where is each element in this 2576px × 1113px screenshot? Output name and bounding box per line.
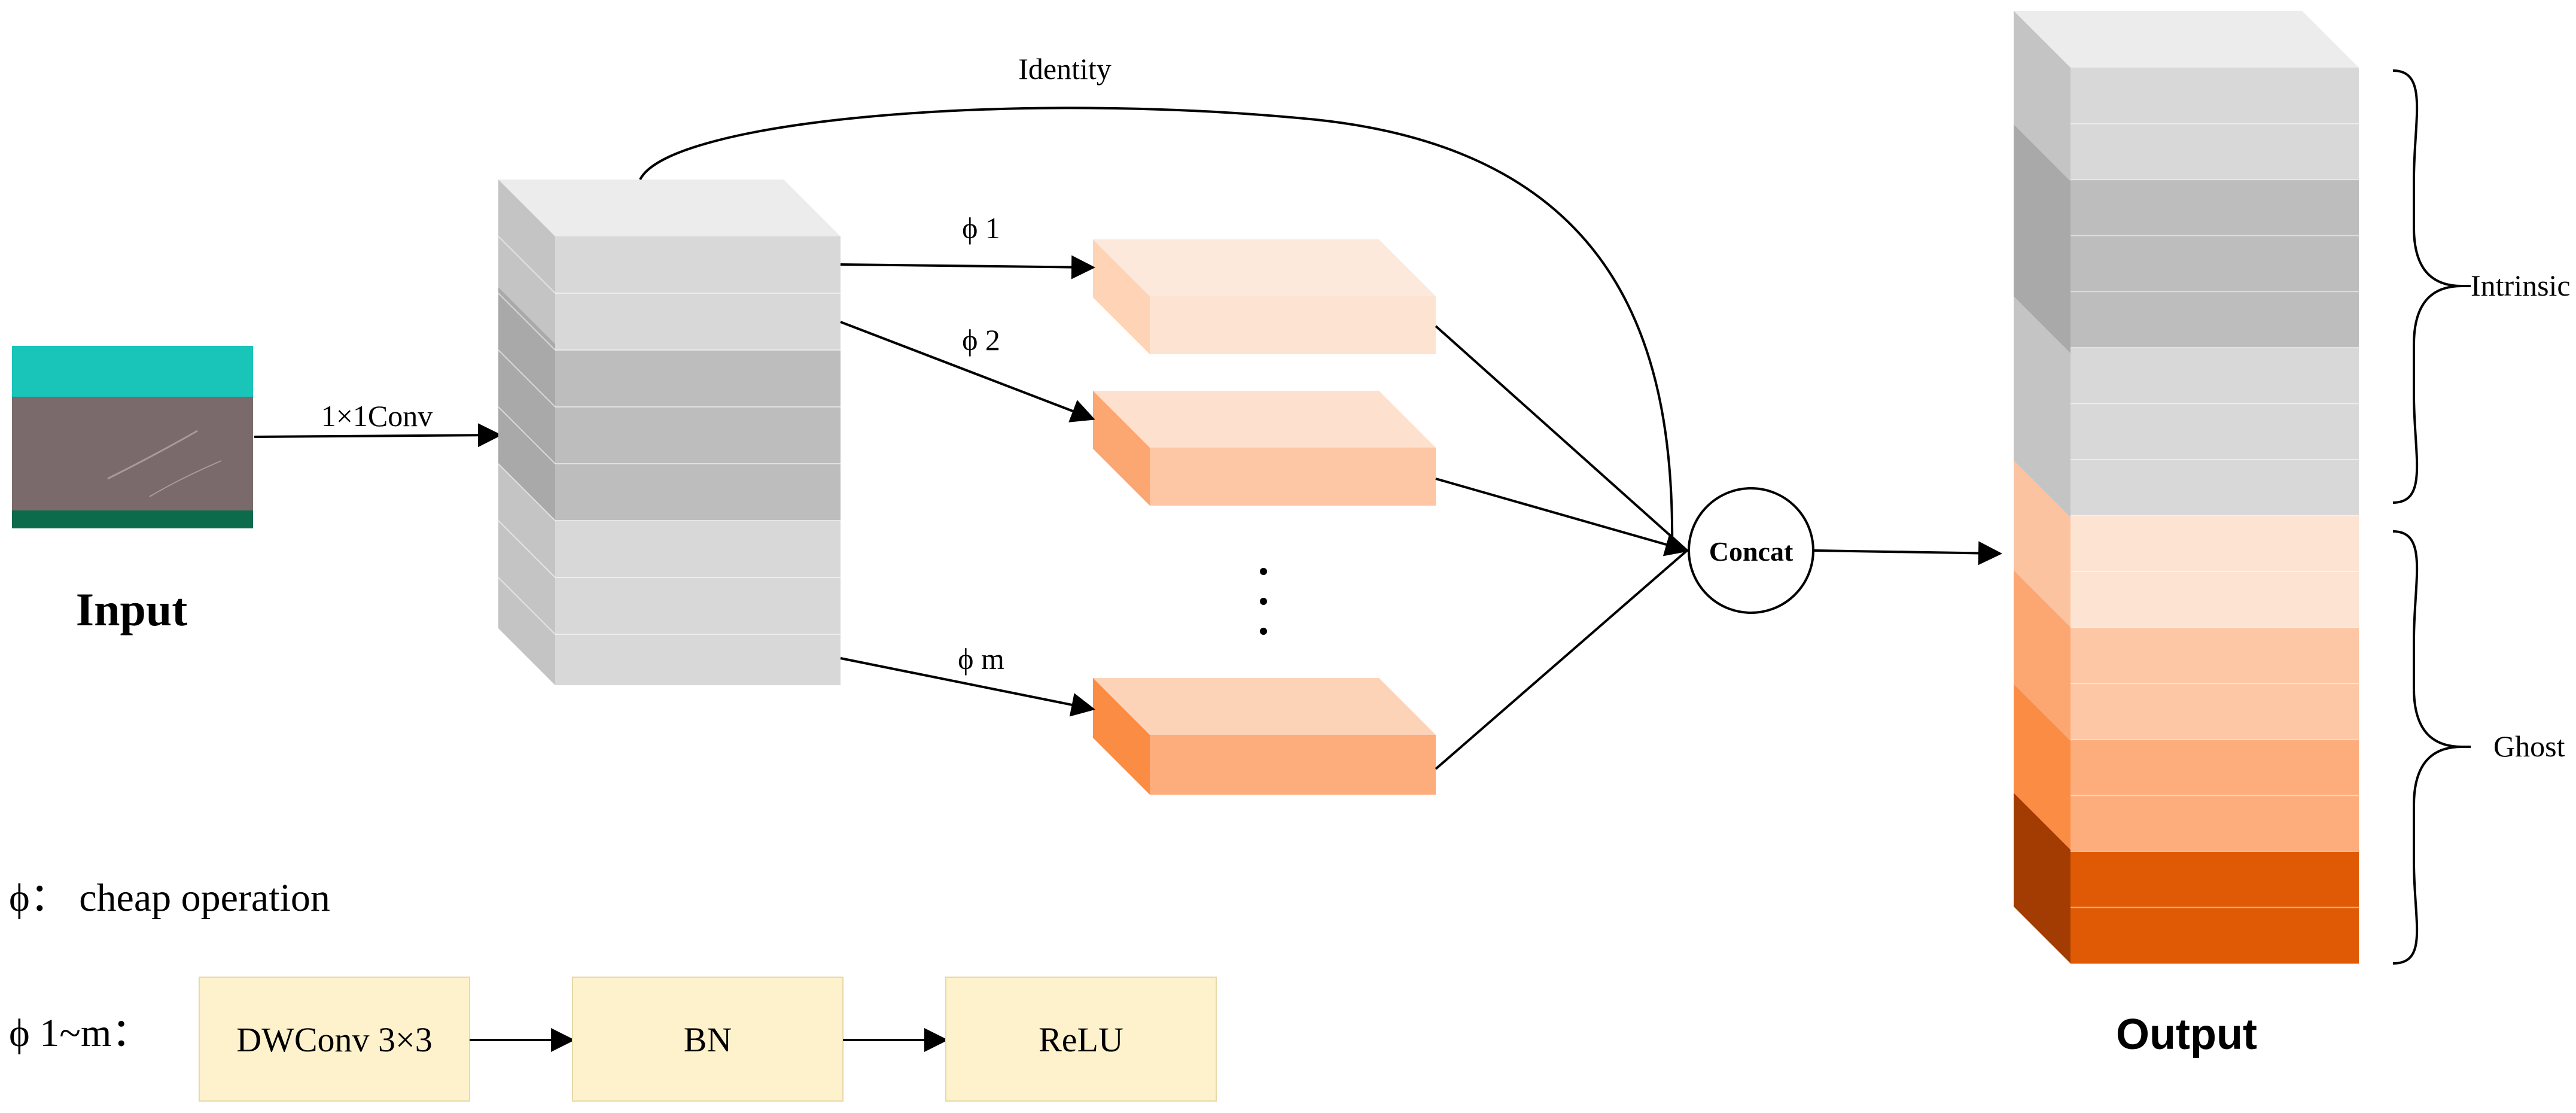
ghost-label: Ghost <box>2493 729 2565 763</box>
output-layer <box>2070 291 2359 348</box>
input-arrow <box>254 423 502 448</box>
legend-step-bn: BN <box>572 977 844 1102</box>
phim-arrow <box>840 657 1095 717</box>
phi1-arrow <box>840 255 1095 279</box>
input-image-middle <box>12 397 253 510</box>
ghost-brace <box>2392 530 2462 965</box>
output-layer <box>2070 459 2359 516</box>
input-image-bottom <box>12 510 253 528</box>
legend-step-bn-label: BN <box>684 1020 732 1059</box>
output-stack-top <box>2014 11 2359 68</box>
phi2-label: ϕ 2 <box>962 323 1000 357</box>
output-layer <box>2070 683 2359 740</box>
output-layer <box>2070 739 2359 796</box>
legend-step-relu-label: ReLU <box>1039 1020 1123 1059</box>
output-label: Output <box>2116 1011 2257 1059</box>
output-layer <box>2070 235 2359 292</box>
phim-label: ϕ m <box>958 642 1004 676</box>
phi-range-label: ϕ 1~m： <box>9 1011 151 1055</box>
ghost-block-m <box>1093 678 1436 795</box>
output-layer <box>2070 795 2359 852</box>
vertical-ellipsis <box>1260 568 1267 635</box>
output-layer <box>2070 851 2359 908</box>
concat-label: Concat <box>1709 536 1794 567</box>
intrinsic-label: Intrinsic <box>2471 269 2571 302</box>
legend-step-dwconv: DWConv 3×3 <box>199 977 470 1102</box>
input-label: Input <box>76 583 187 635</box>
conv-label: 1×1Conv <box>321 399 433 433</box>
output-layer <box>2070 180 2359 236</box>
output-layer <box>2070 515 2359 572</box>
phi1-label: ϕ 1 <box>962 211 1000 245</box>
feature-stack <box>498 180 841 685</box>
cheap-operation-legend: ϕ： cheap operation <box>9 876 330 920</box>
output-layer <box>2070 403 2359 460</box>
output-layer <box>2070 123 2359 180</box>
input-image-top <box>12 346 253 397</box>
identity-connector <box>639 107 1674 554</box>
output-layer <box>2070 68 2359 124</box>
output-stack <box>2014 11 2359 964</box>
phi2-arrow <box>840 321 1095 422</box>
feature-stack-top <box>498 180 841 236</box>
legend-step-dwconv-label: DWConv 3×3 <box>236 1020 433 1059</box>
concat-output-arrow <box>1813 541 2002 565</box>
intrinsic-brace <box>2392 69 2462 504</box>
input-image <box>12 346 253 528</box>
output-layer <box>2070 907 2359 964</box>
output-layer <box>2070 571 2359 628</box>
ghost-block-2 <box>1093 391 1436 506</box>
legend-step-relu: ReLU <box>945 977 1217 1102</box>
ghost-block-1 <box>1093 239 1436 354</box>
output-layer <box>2070 347 2359 404</box>
identity-label: Identity <box>1018 52 1112 86</box>
output-layer <box>2070 627 2359 684</box>
